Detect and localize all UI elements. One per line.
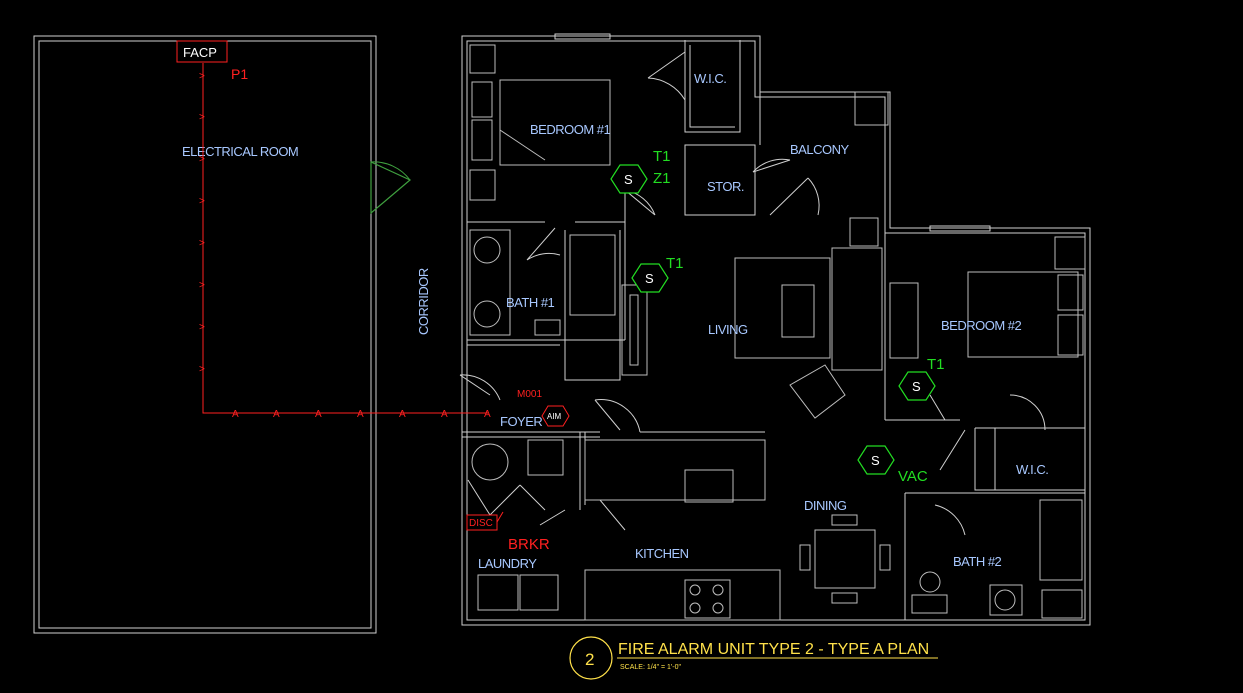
conduit-arrow-1: >: [199, 71, 205, 82]
room-wic-2: W.I.C.: [1016, 462, 1048, 477]
aim-label: AIM: [547, 412, 562, 421]
room-bedroom-1: BEDROOM #1: [530, 122, 611, 137]
conduit-arrow-5: >: [199, 238, 205, 249]
conduit-arrow-6: >: [199, 280, 205, 291]
drawing-scale: SCALE: 1/4" = 1'-0": [620, 664, 681, 671]
facp-label: FACP: [183, 45, 217, 60]
conduit-a-mark-2: A: [273, 409, 280, 420]
room-corridor: CORRIDOR: [416, 268, 431, 335]
z1-label: Z1: [653, 170, 671, 187]
room-electrical-room: ELECTRICAL ROOM: [182, 144, 298, 159]
smoke-detector-1: S: [610, 164, 648, 194]
room-kitchen: KITCHEN: [635, 546, 689, 561]
room-bedroom-2: BEDROOM #2: [941, 318, 1022, 333]
conduit-a-mark-3: A: [315, 409, 322, 420]
room-dining: DINING: [804, 498, 847, 513]
t1-label-c: T1: [927, 356, 945, 373]
room-labels: ELECTRICAL ROOM CORRIDOR W.I.C. BEDROOM …: [182, 71, 1049, 571]
smoke-detector-2: S: [631, 263, 669, 293]
vac-label: VAC: [898, 468, 928, 485]
p1-label: P1: [231, 66, 248, 82]
facp-panel: FACP: [176, 40, 228, 63]
smoke-detector-1-label: S: [624, 172, 633, 187]
conduit-a-mark-7: A: [484, 409, 491, 420]
conduit-a-mark-1: A: [232, 409, 239, 420]
conduit-arrow-4: >: [199, 196, 205, 207]
brkr-label: BRKR: [508, 536, 550, 553]
conduit-arrow-2: >: [199, 112, 205, 123]
conduit-a-mark-4: A: [357, 409, 364, 420]
smoke-detector-4-label: S: [871, 453, 880, 468]
drawing-title: FIRE ALARM UNIT TYPE 2 - TYPE A PLAN: [618, 641, 929, 658]
smoke-detector-3: S: [898, 371, 936, 401]
smoke-detector-4: S: [857, 445, 895, 475]
aim-module: AIM: [541, 405, 570, 427]
room-foyer: FOYER: [500, 414, 542, 429]
conduit-arrow-7: >: [199, 322, 205, 333]
conduit-arrow-8: >: [199, 364, 205, 375]
conduit-arrow-3: >: [199, 154, 205, 165]
room-bath-2: BATH #2: [953, 554, 1002, 569]
room-storage: STOR.: [707, 179, 744, 194]
smoke-detector-3-label: S: [912, 379, 921, 394]
room-wic-1: W.I.C.: [694, 71, 726, 86]
title-block: 2 FIRE ALARM UNIT TYPE 2 - TYPE A PLAN S…: [569, 636, 938, 680]
m001-label: M001: [517, 389, 542, 400]
room-laundry: LAUNDRY: [478, 556, 537, 571]
room-balcony: BALCONY: [790, 142, 849, 157]
conduit-a-mark-5: A: [399, 409, 406, 420]
conduit-a-mark-6: A: [441, 409, 448, 420]
room-bath-1: BATH #1: [506, 295, 555, 310]
disc-label: DISC: [469, 518, 493, 529]
furniture: [469, 44, 1086, 621]
t1-label-a: T1: [653, 148, 671, 165]
unit-walls: [459, 33, 1091, 626]
disconnect-box: DISC: [466, 511, 504, 531]
t1-label-b: T1: [666, 255, 684, 272]
drawing-number: 2: [585, 650, 594, 669]
room-living: LIVING: [708, 322, 748, 337]
smoke-detector-2-label: S: [645, 271, 654, 286]
alarm-circuit: > > > > > > > > A A A A A A A: [199, 63, 491, 420]
electrical-room-walls: [33, 35, 412, 634]
